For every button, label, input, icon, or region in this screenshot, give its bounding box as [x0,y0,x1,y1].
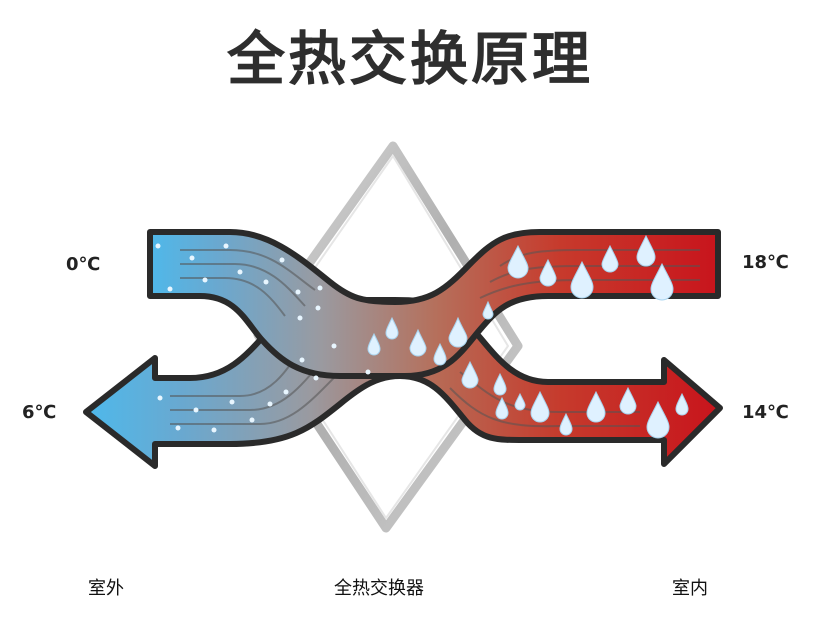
outdoor-inlet-temperature: 0℃ [66,254,101,275]
indoor-outlet-temperature: 14℃ [742,402,789,423]
page-title: 全热交换原理 [226,25,593,93]
indoor-inlet-temperature: 18℃ [742,252,789,273]
indoor-caption: 室内 [672,578,708,599]
cold-air-particles [155,243,371,433]
outdoor-outlet-temperature: 6℃ [22,402,57,423]
fresh-air-stream [147,229,721,379]
exchanger-caption: 全热交换器 [334,578,424,599]
water-droplets [367,234,689,439]
outdoor-caption: 室外 [88,578,124,599]
